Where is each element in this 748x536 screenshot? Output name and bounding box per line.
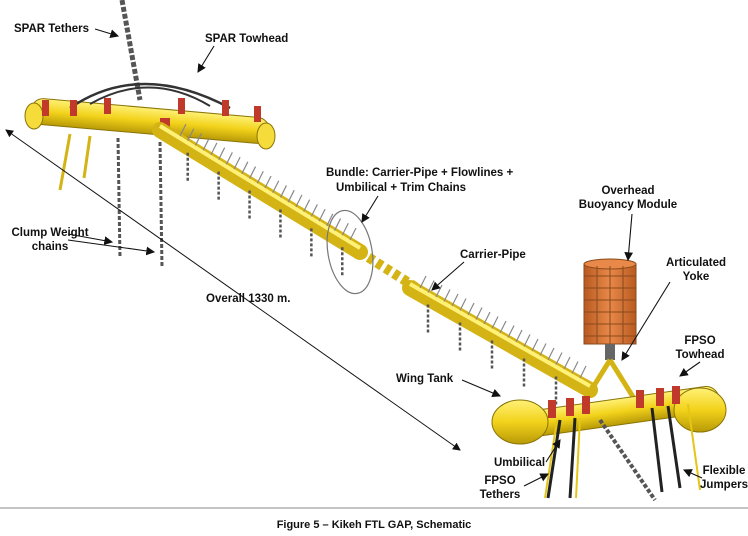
label-flexible-line2: Jumpers [700,479,748,491]
trim-spike [515,329,523,343]
trim-spike [459,298,467,311]
overhead-buoyancy-module [583,258,637,360]
label-carrier-pipe: Carrier-Pipe [460,249,526,261]
trim-spike [507,325,515,338]
label-spar-tethers: SPAR Tethers [14,23,89,35]
diagram-labels: SPAR Tethers SPAR Towhead Bundle: Carrie… [11,23,748,501]
label-overall: Overall 1330 m. [206,293,290,305]
trim-spike [475,307,483,320]
label-articulated-line1: Articulated [666,257,726,269]
figure-caption: Figure 5 – Kikeh FTL GAP, Schematic [277,519,472,531]
trim-spike [287,189,295,203]
wing-tank-right [673,387,727,433]
trim-spike [547,347,555,361]
label-overhead-line1: Overhead [601,185,654,197]
fpso-towhead [491,358,727,502]
trim-spike [571,361,579,374]
trim-spike [303,199,311,212]
trim-spike [218,147,226,160]
trim-spike [341,223,349,236]
label-fpso-towhead-line2: Towhead [676,349,725,361]
trim-spike [249,166,257,179]
label-bundle-line1: Bundle: Carrier-Pipe + Flowlines + [326,167,514,179]
trim-spike [467,302,475,316]
trim-spike [272,180,280,193]
trim-spike [202,137,210,151]
label-wing-tank: Wing Tank [396,373,454,385]
trim-spike [427,280,435,293]
label-spar-towhead: SPAR Towhead [205,33,288,45]
trim-spike [233,156,241,170]
label-fpso-tethers-line2: Tethers [480,489,521,501]
fpso-valves [548,386,680,418]
trim-spike [555,352,563,365]
trim-spike [451,293,459,307]
trim-spike [264,175,272,189]
trim-spike [349,227,357,241]
trim-spike [225,152,233,165]
label-articulated-line2: Yoke [683,271,710,283]
trim-spike [295,194,303,208]
clump-weight-chains [116,137,164,269]
label-pointers [67,28,703,487]
trim-spike [499,320,507,334]
trim-spike [531,338,539,352]
label-overhead-line2: Buoyancy Module [579,199,677,211]
label-flexible-line1: Flexible [703,465,746,477]
label-bundle-line2: Umbilical + Trim Chains [336,182,466,194]
trim-spike [241,161,249,175]
trim-spike [443,289,451,302]
trim-spike [310,204,318,217]
trim-spike [334,218,342,231]
overall-dimension-line [5,129,461,451]
label-fpso-towhead-line1: FPSO [684,335,715,347]
trim-spike [279,185,287,198]
label-clump-line1: Clump Weight [11,227,88,239]
trim-spike [256,171,264,184]
trim-spike [539,343,547,356]
label-fpso-tethers-line1: FPSO [484,475,515,487]
trim-spike [579,365,587,379]
trim-spike [491,316,499,329]
trim-spike [210,142,218,156]
trim-spike [523,334,531,347]
wing-tank-left [491,399,549,445]
label-clump-line2: chains [32,241,68,253]
trim-spike [563,356,571,370]
trim-spike [435,284,443,298]
label-umbilical: Umbilical [494,457,545,469]
trim-spike [318,208,326,222]
trim-spike [483,311,491,325]
